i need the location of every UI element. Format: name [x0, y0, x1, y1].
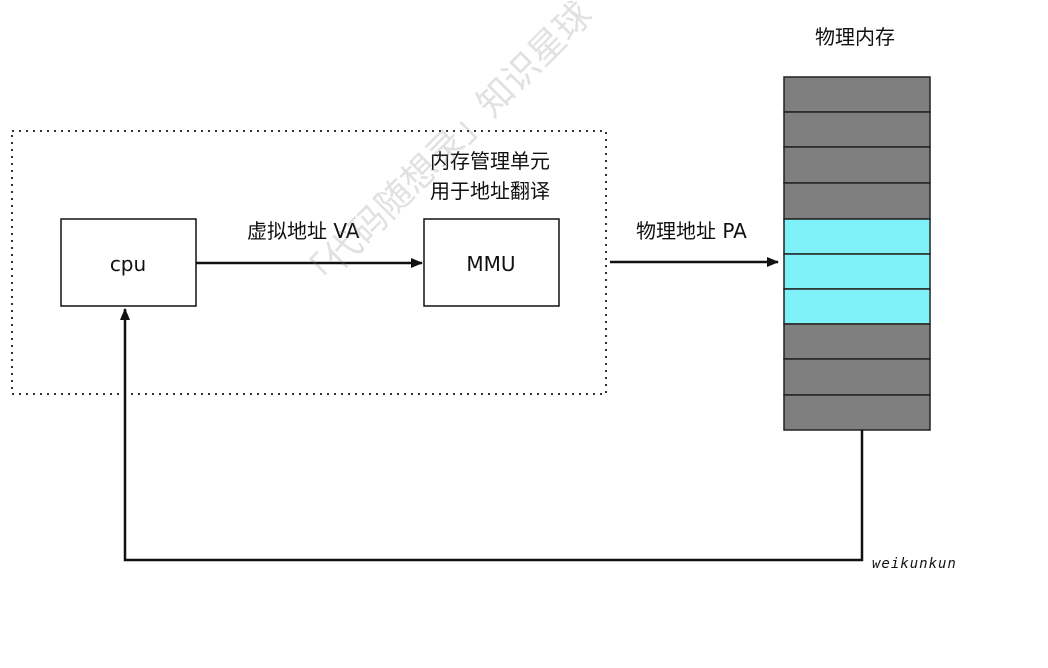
mmu-container-dotted-frame: [11, 130, 607, 395]
memory-cell: [783, 182, 931, 220]
mmu-description-line-2: 用于地址翻译: [430, 179, 550, 203]
mmu-box: [423, 218, 560, 307]
cpu-label: cpu: [110, 252, 146, 276]
physical-memory-stack: [783, 76, 931, 431]
memory-cell: [783, 323, 931, 360]
cpu-box: [60, 218, 197, 307]
virtual-address-label: 虚拟地址 VA: [247, 219, 360, 243]
memory-to-cpu-return-arrow: [120, 308, 864, 562]
memory-cell-highlighted: [783, 253, 931, 290]
memory-cell: [783, 76, 931, 113]
memory-cell: [783, 394, 931, 431]
mmu-description-line-1: 内存管理单元: [430, 149, 550, 173]
physical-address-label: 物理地址 PA: [636, 219, 747, 243]
memory-cell: [783, 358, 931, 396]
physical-memory-title: 物理内存: [815, 25, 895, 49]
memory-cell: [783, 146, 931, 184]
memory-cell: [783, 111, 931, 148]
memory-cell-highlighted: [783, 288, 931, 325]
author-signature: weikunkun: [872, 556, 957, 572]
mmu-label: MMU: [466, 252, 515, 276]
memory-cell-highlighted: [783, 218, 931, 255]
